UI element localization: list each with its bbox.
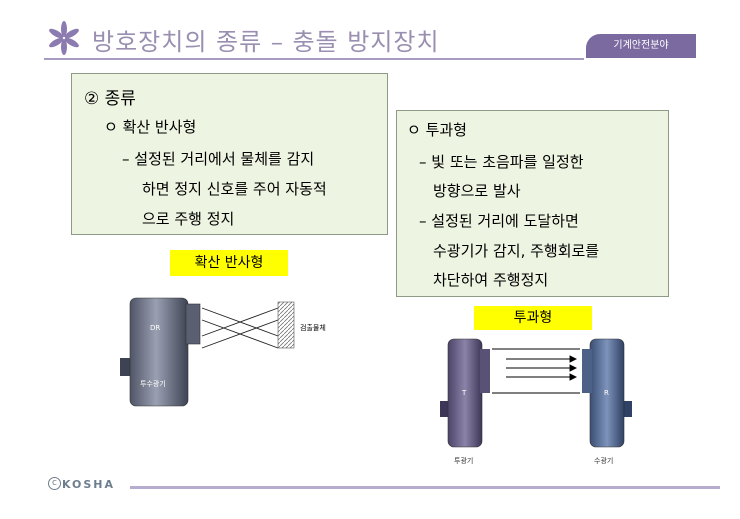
target-label: 검출물체	[300, 323, 326, 332]
page-title: 방호장치의 종류 – 충돌 방지장치	[92, 28, 440, 56]
device-label: DR	[150, 324, 160, 332]
device-sublabel: 투수광기	[140, 379, 166, 388]
receiver-caption: 수광기	[594, 456, 613, 465]
section-badge-label: 기계안전분야	[613, 40, 669, 51]
diffuse-reflection-diagram: DR 투수광기 검출물체	[120, 297, 326, 407]
box-line: 하면 정지 신호를 주어 자동적	[142, 180, 327, 198]
transmissive-diagram: T R 투광기 수광기	[440, 338, 632, 465]
flower-logo-icon	[49, 21, 79, 55]
diffuse-type-box: ② 종류 ㅇ 확산 반사형 – 설정된 거리에서 물체를 감지 하면 정지 신호…	[71, 73, 388, 235]
copyright-icon: c	[48, 477, 61, 490]
receiver-label: R	[604, 389, 609, 397]
section-badge: 기계안전분야	[586, 34, 696, 58]
box-line: 수광기가 감지, 주행회로를	[433, 242, 600, 260]
box-line: 으로 주행 정지	[142, 210, 235, 228]
box-item-title: ㅇ 투과형	[407, 121, 467, 139]
box-item-title: ㅇ 확산 반사형	[104, 118, 197, 136]
emitter-caption: 투광기	[454, 456, 473, 465]
box-line: – 빛 또는 초음파를 일정한	[419, 153, 584, 171]
box-line: – 설정된 거리에서 물체를 감지	[122, 150, 315, 168]
emitter-label: T	[461, 389, 467, 397]
box-line: 차단하여 주행정지	[433, 271, 549, 289]
transmissive-type-box: ㅇ 투과형 – 빛 또는 초음파를 일정한 방향으로 발사 – 설정된 거리에 …	[396, 110, 669, 297]
box-line: 방향으로 발사	[433, 182, 521, 200]
box-heading: ② 종류	[84, 89, 136, 109]
title-underline	[44, 58, 584, 60]
transmissive-type-label: 투과형	[474, 306, 592, 330]
box-line: – 설정된 거리에 도달하면	[419, 212, 579, 230]
diffuse-type-label: 확산 반사형	[170, 250, 288, 276]
footer-line	[130, 486, 720, 489]
kosha-logo: KOSHA	[62, 478, 116, 491]
